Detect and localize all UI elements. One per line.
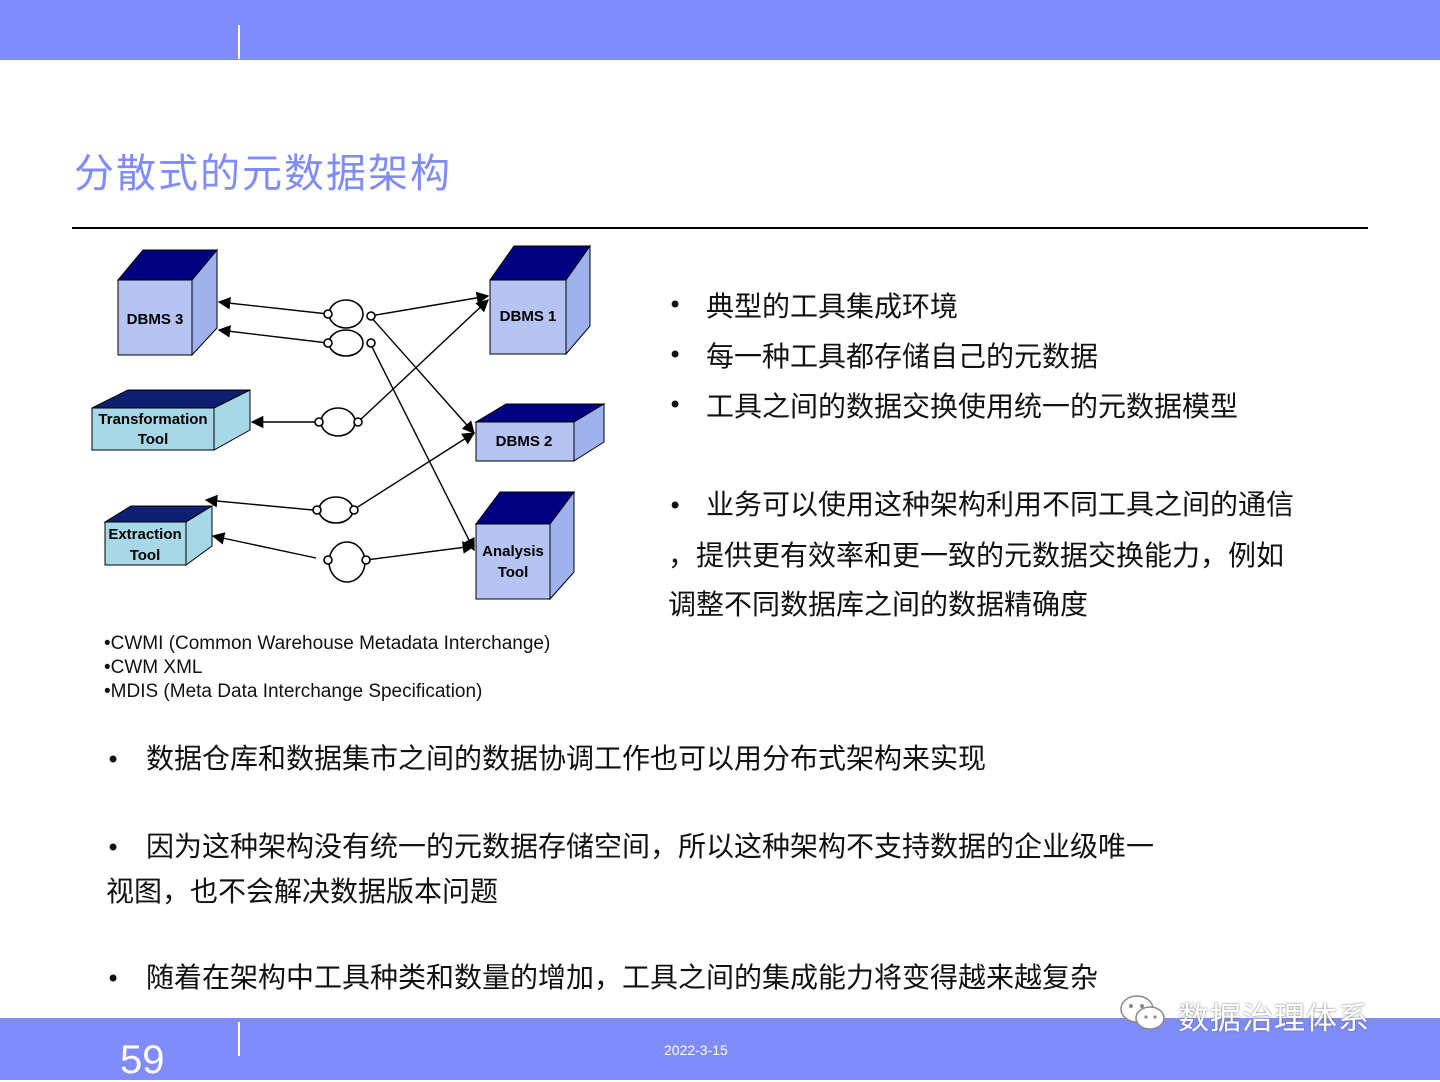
bullet-dot: • [106,834,121,862]
bottom-bullet-3: • 随着在架构中工具种类和数量的增加，工具之间的集成能力将变得越来越复杂 [106,956,1098,1001]
link-to-dbms2-b [352,432,476,511]
dbms2-box: DBMS 2 [474,403,606,462]
wechat-icon [1118,991,1168,1039]
bullet-item: • 典型的工具集成环境 [668,280,1388,330]
paragraph-line-2: ，提供更有效率和更一致的元数据交换能力，例如 [668,539,1285,572]
interchange-node-2 [328,329,364,357]
bullet-dot: • [106,965,121,993]
transformation-label-2: Tool [138,431,169,448]
bullet-dot: • [668,291,683,319]
banner-divider [238,25,240,59]
bottom-bullet-2: • 因为这种架构没有统一的元数据存储空间，所以这种架构不支持数据的企业级唯一 视图… [106,825,1154,914]
architecture-diagram: DBMS 3 DBMS 1 DBMS 2 Transformation Tool… [91,244,606,601]
bullet-dot: • [668,391,683,419]
bullet-item: • 每一种工具都存储自己的元数据 [668,330,1388,380]
connector-extraction-b [211,532,317,559]
connector-extraction-a [204,494,314,511]
bottom-banner [0,1018,1440,1080]
analysis-tool-box: Analysis Tool [475,490,575,601]
transformation-label-1: Transformation [98,411,207,428]
standard-item: •MDIS (Meta Data Interchange Specificati… [104,681,483,702]
dbms1-box: DBMS 1 [489,244,591,356]
bullet-text: 因为这种架构没有统一的元数据存储空间，所以这种架构不支持数据的企业级唯一 [146,830,1155,863]
standards-list: •CWMI (Common Warehouse Metadata Interch… [104,632,550,704]
bullet-text: 工具之间的数据交换使用统一的元数据模型 [706,390,1239,423]
bullet-text: 随着在架构中工具种类和数量的增加，工具之间的集成能力将变得越来越复杂 [146,961,1099,994]
banner-divider [238,1022,240,1056]
standard-item: •CWM XML [104,657,203,678]
interchange-node-4 [318,496,354,524]
link-to-analysis-a [369,342,475,552]
interchange-node-3 [320,407,356,437]
paragraph-line-1: 业务可以使用这种架构利用不同工具之间的通信 [706,488,1295,521]
watermark: 数据治理体系 [1118,990,1370,1040]
dbms1-label: DBMS 1 [500,308,557,325]
watermark-text: 数据治理体系 [1178,1000,1370,1037]
extraction-label-2: Tool [130,547,161,564]
bullet-paragraph: • 业务可以使用这种架构利用不同工具之间的通信 ，提供更有效率和更一致的元数据交换… [668,480,1388,629]
dbms3-box: DBMS 3 [116,248,219,357]
standard-item: •CWMI (Common Warehouse Metadata Interch… [104,633,551,654]
connector-dbms3-a [217,296,329,315]
page-number: 59 [120,1038,165,1082]
bullet-dot: • [668,492,683,520]
paragraph-line-3: 调整不同数据库之间的数据精确度 [668,588,1089,621]
interchange-node-1 [328,299,364,329]
extraction-tool-box: Extraction Tool [103,505,214,566]
right-bullet-list: • 典型的工具集成环境 • 每一种工具都存储自己的元数据 • 工具之间的数据交换… [668,280,1388,629]
connector-dbms3-b [217,325,329,344]
slide-date: 2022-3-15 [664,1042,728,1058]
analysis-label-2: Tool [498,564,529,581]
link-to-dbms2-a [369,315,475,434]
transformation-tool-box: Transformation Tool [91,389,251,451]
title-rule [72,227,1368,229]
analysis-label-1: Analysis [482,543,544,560]
interchange-node-5 [328,541,366,583]
link-to-analysis-b [365,541,476,561]
extraction-label-1: Extraction [108,526,181,543]
link-to-dbms1-b [357,299,489,423]
bullet-text: 典型的工具集成环境 [706,290,959,323]
link-to-dbms1-a [369,291,490,317]
top-banner [0,0,1440,60]
bullet-item: • 工具之间的数据交换使用统一的元数据模型 [668,380,1388,430]
bullet-dot: • [668,341,683,369]
bottom-bullet-1: • 数据仓库和数据集市之间的数据协调工作也可以用分布式架构来实现 [106,737,986,782]
bullet-text-continued: 视图，也不会解决数据版本问题 [106,875,499,908]
bullet-text: 数据仓库和数据集市之间的数据协调工作也可以用分布式架构来实现 [146,742,987,775]
slide-title: 分散式的元数据架构 [74,151,452,197]
dbms3-label: DBMS 3 [127,311,184,328]
dbms2-label: DBMS 2 [496,433,553,450]
bullet-dot: • [106,746,121,774]
bullet-text: 每一种工具都存储自己的元数据 [706,340,1099,373]
